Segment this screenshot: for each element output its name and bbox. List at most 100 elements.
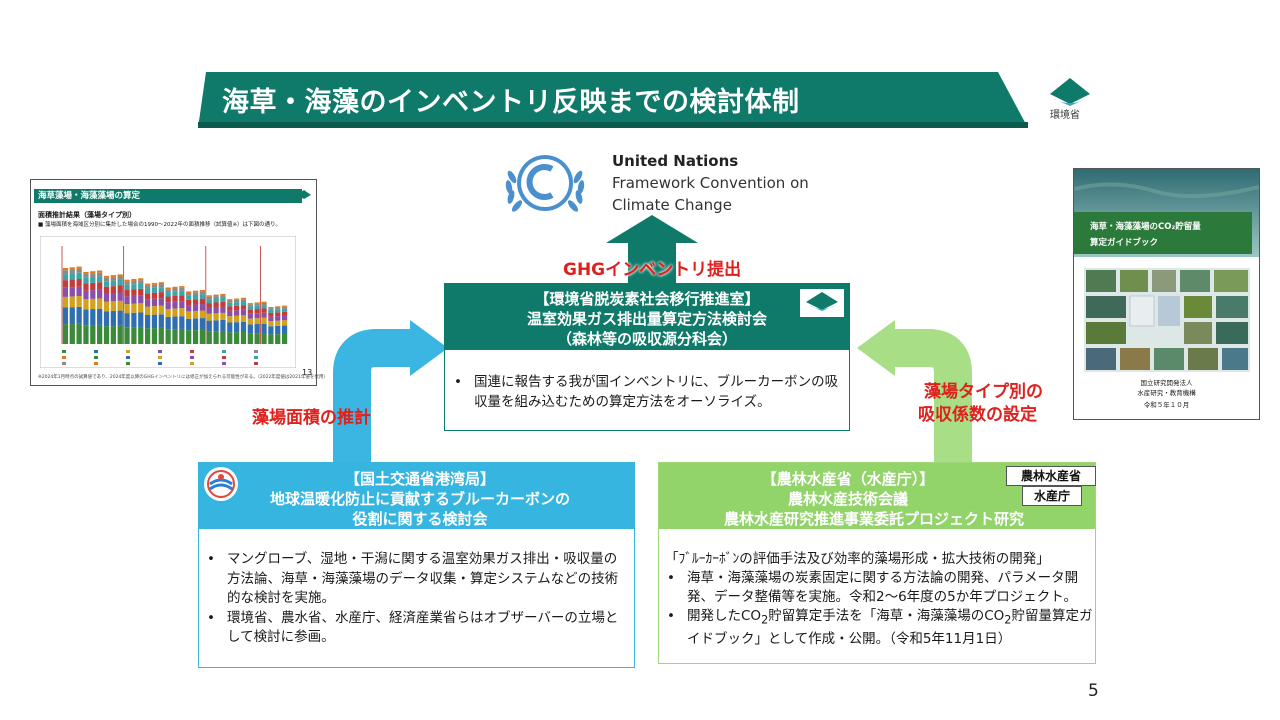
thumbnail-chart-bar-segment [62, 270, 69, 275]
mlit-committee-line2: 地球温暖化防止に貢献するブルーカーボンの [269, 490, 570, 508]
mlit-committee-line1: 【国土交通省港湾局】 [344, 470, 495, 488]
thumbnail-chart-bar-segment [234, 299, 240, 303]
thumbnail-chart-bar-segment [138, 280, 144, 284]
thumbnail-chart-bar-segment [131, 279, 137, 281]
thumbnail-chart-bar-segment [220, 330, 226, 344]
thumbnail-chart-bar-segment [199, 298, 206, 305]
thumbnail-chart-bar-segment [117, 292, 123, 301]
page-title: 海草・海藻のインベントリ反映までの検討体制 [222, 87, 800, 118]
thumbnail-chart-bar-segment [131, 303, 137, 313]
thumbnail-chart-bar-segment [261, 323, 267, 334]
thumbnail-chart-bar-segment [144, 288, 151, 294]
thumbnail-chart-bar-segment [62, 287, 69, 297]
thumbnail-chart-bar-segment [62, 324, 69, 344]
maff-project-name: 「ﾌﾞﾙｰｶｰﾎﾞﾝの評価手法及び効率的藻場形成・拡大技術の開発」 [665, 551, 1050, 567]
thumbnail-chart-bar-segment [192, 310, 199, 319]
thumbnail-chart-bar-segment [165, 287, 171, 290]
mlit-committee-line3: 役割に関する検討会 [352, 510, 488, 528]
thumbnail-chart-bar-segment [83, 325, 89, 344]
thumbnail-chart-bar-segment [97, 270, 103, 273]
thumbnail-chart-bar-segment [247, 309, 253, 314]
thumbnail-chart-bar-segment [110, 280, 116, 287]
thumbnail-chart-bar-segment [131, 295, 137, 304]
maff-logo: 農林水産省 [1006, 466, 1096, 486]
thumbnail-chart-bar-segment [138, 312, 144, 327]
thumbnail-chart-bar-segment [165, 296, 171, 303]
thumbnail-stacked-bar-chart [40, 236, 296, 368]
thumbnail-chart-bar-segment [275, 334, 281, 344]
thumbnail-chart-bar-segment [213, 298, 219, 303]
thumbnail-chart-bar-segment [76, 266, 82, 269]
thumbnail-chart-bar-segment [103, 277, 110, 282]
thumbnail-chart-bar-segment [179, 287, 185, 291]
thumbnail-chart-bar-segment [144, 283, 151, 286]
thumbnail-chart-bar-segment [281, 315, 288, 321]
thumbnail-chart-bar-segment [144, 285, 151, 289]
thumbnail-chart-bar-segment [268, 326, 274, 335]
moe-committee-description: 国連に報告する我が国インベントリに、ブルーカーボンの吸収量を組み込むための算定方… [452, 372, 842, 412]
thumbnail-chart-legend-swatch [222, 356, 226, 359]
thumbnail-chart-bar-segment [240, 309, 247, 316]
maff-project-line3: 農林水産研究推進事業委託プロジェクト研究 [723, 510, 1024, 528]
thumbnail-chart-bar-segment [151, 287, 158, 293]
thumbnail-chart-bar-segment [117, 274, 123, 277]
thumbnail-chart-bar-segment [179, 290, 185, 296]
thumbnail-chart-bar-segment [131, 289, 137, 296]
area-estimate-label: 藻場面積の推計 [252, 408, 371, 428]
thumbnail-chart-bar-segment [206, 331, 212, 344]
thumbnail-chart-bar-segment [281, 334, 288, 344]
thumbnail-chart-bar-segment [179, 328, 185, 344]
thumbnail-chart-bar-segment [281, 320, 288, 326]
thumbnail-chart-bar-segment [247, 318, 253, 325]
thumbnail-chart-bar-segment [227, 332, 233, 344]
thumbnail-title: 海草藻場・海藻藻場の算定 [38, 191, 141, 201]
thumbnail-chart-bar-segment [103, 326, 110, 344]
thumbnail-chart-bar-segment [90, 309, 96, 326]
maff-project-description: 「ﾌﾞﾙｰｶｰﾎﾞﾝの評価手法及び効率的藻場形成・拡大技術の開発」 海草・海藻藻… [665, 550, 1093, 649]
submission-arrow-icon [606, 215, 698, 287]
thumbnail-chart-bar-segment [206, 303, 212, 308]
thumbnail-chart-bar-segment [131, 284, 137, 290]
thumbnail-chart-bar-segment [110, 326, 116, 344]
thumbnail-chart-bar-segment [90, 271, 96, 274]
thumbnail-chart-bar-segment [103, 281, 110, 287]
thumbnail-chart-bar-segment [213, 307, 219, 314]
thumbnail-chart-bar-segment [165, 302, 171, 309]
thumbnail-chart-bar-segment [69, 273, 75, 280]
thumbnail-chart-bar-segment [213, 331, 219, 344]
guidebook-publisher-line1: 国立研究開発法人 [1140, 379, 1193, 387]
thumbnail-chart-bar-segment [110, 310, 116, 327]
thumbnail-chart-legend-swatch [94, 350, 98, 353]
thumbnail-chart-bar-segment [62, 268, 69, 271]
thumbnail-chart-bar-segment [275, 320, 281, 326]
thumbnail-chart-bar-segment [186, 305, 192, 312]
thumbnail-chart-bar-segment [192, 292, 199, 295]
thumbnail-chart-bar-segment [281, 305, 288, 307]
thumbnail-footnote: ※2024年1月時点の試算値であり、2024年度以降のGHGインベントリには修正… [38, 375, 328, 380]
thumbnail-chart-bar-segment [83, 299, 89, 310]
thumbnail-chart-bar-segment [281, 308, 288, 312]
thumbnail-chart-bar-segment [172, 308, 178, 317]
thumbnail-chart-bar-segment [179, 286, 185, 288]
thumbnail-chart-bar-segment [151, 314, 158, 329]
thumbnail-chart-bar-segment [234, 310, 240, 316]
thumbnail-chart-bar-segment [199, 294, 206, 299]
thumbnail-chart-bar-segment [69, 296, 75, 308]
thumbnail-chart-bar-segment [144, 306, 151, 316]
thumbnail-chart-bar-segment [165, 316, 171, 330]
thumbnail-chart-bar-segment [172, 295, 178, 302]
thumbnail-chart-bar-segment [213, 320, 219, 332]
thumbnail-chart-bar-segment [186, 299, 192, 306]
thumbnail-chart-bar-segment [220, 312, 226, 320]
thumbnail-chart-bar-segment [138, 326, 144, 344]
thumbnail-chart-bar-segment [240, 321, 247, 332]
mlit-bullet-2: 環境省、農水省、水産庁、経済産業省らはオブザーバーの立場として検討に参画。 [207, 609, 627, 648]
thumbnail-chart-bar-segment [220, 293, 226, 296]
thumbnail-chart-bar-segment [206, 313, 212, 321]
thumbnail-chart-bar-segment [227, 306, 233, 311]
thumbnail-chart-bar-segment [281, 311, 288, 316]
thumbnail-chart-legend-swatch [190, 350, 194, 353]
thumbnail-chart-legend-swatch [62, 362, 66, 365]
moe-logo-icon [1050, 78, 1090, 106]
thumbnail-chart-bar-segment [268, 312, 274, 317]
